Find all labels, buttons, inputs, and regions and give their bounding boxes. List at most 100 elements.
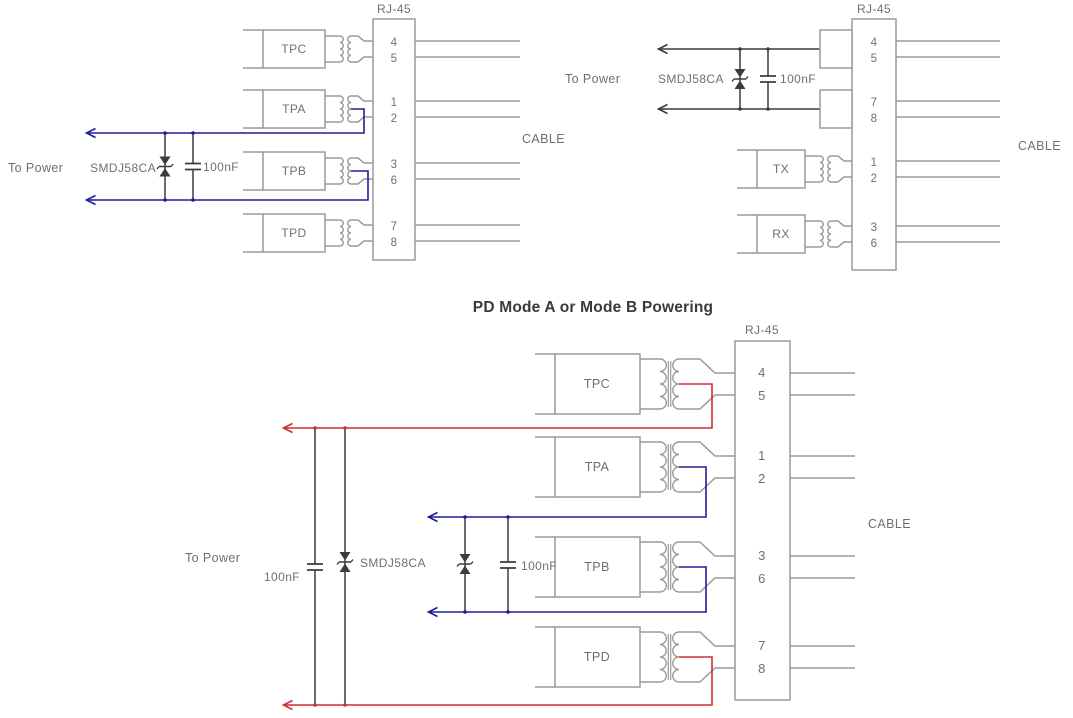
mode-a-power-wires	[428, 466, 707, 613]
junction-dot	[313, 703, 317, 707]
tp-block-stub-wires	[737, 149, 757, 254]
pin-label: 6	[758, 571, 766, 586]
tp-block-box-tpd	[554, 626, 641, 688]
tvs-label: SMDJ58CA	[658, 72, 724, 86]
tp-block-box-tpc	[262, 29, 326, 69]
block-label: TPD	[281, 226, 306, 240]
junction-dot	[766, 47, 770, 51]
pin-label: 1	[391, 97, 398, 109]
mode-b-power-wires	[283, 383, 713, 706]
junction-dot	[191, 131, 195, 135]
capacitor-symbol	[759, 75, 777, 83]
block-label: TPA	[585, 460, 610, 474]
cap-label: 100nF	[780, 72, 816, 86]
pin-label: 5	[391, 53, 398, 65]
tvs-diode-symbol	[336, 551, 354, 573]
cable-label: CABLE	[868, 517, 911, 531]
pin-label: 1	[758, 448, 766, 463]
tp-block-box-tpb	[554, 536, 641, 598]
cap-label: 100nF	[521, 559, 557, 573]
tp-block-box-tpa	[262, 89, 326, 129]
rj45-label: RJ-45	[745, 323, 779, 337]
junction-dot	[506, 515, 510, 519]
pin-label: 7	[871, 97, 878, 109]
tx-block-box	[756, 149, 806, 189]
diagram-top-left: RJ-45 4 5 1 2 3 6 7 8 TPC TPA TPB TPD CA…	[8, 2, 565, 261]
pin-label: 7	[391, 221, 398, 233]
pin-label: 4	[758, 365, 766, 380]
to-power-label: To Power	[8, 161, 63, 175]
diagram-top-right: RJ-45 4 5 7 8 1 2 3 6 TX RX CABLE To Pow…	[565, 2, 1061, 271]
diagram-title: PD Mode A or Mode B Powering	[473, 299, 713, 316]
cable-wires	[896, 40, 1000, 243]
pin-label: 6	[871, 238, 878, 250]
tp-block-stub-wires	[535, 353, 555, 688]
power-tap-wires	[86, 108, 369, 201]
transformer-symbol	[804, 155, 854, 183]
transformer-symbol	[804, 220, 854, 248]
junction-dot	[313, 426, 317, 430]
junction-dot	[463, 610, 467, 614]
rx-block-box	[756, 214, 806, 254]
tvs-label: SMDJ58CA	[360, 556, 426, 570]
rj45-connector-box	[372, 18, 416, 261]
cable-wires	[790, 372, 855, 669]
capacitor-symbol	[184, 162, 202, 171]
pin-label: 2	[871, 173, 878, 185]
pin-label: 8	[871, 113, 878, 125]
pin-label: 6	[391, 175, 398, 187]
to-power-label: To Power	[185, 551, 240, 565]
block-label: TPC	[281, 42, 306, 56]
cable-label: CABLE	[522, 132, 565, 146]
pin-label: 2	[758, 471, 766, 486]
pin-label: 5	[871, 53, 878, 65]
tp-block-box-tpc	[554, 353, 641, 415]
junction-dot	[738, 47, 742, 51]
transformer-symbol	[324, 219, 374, 247]
pin-label: 3	[871, 222, 878, 234]
rj45-label: RJ-45	[857, 2, 891, 16]
rj45-connector-box	[734, 340, 791, 701]
rj45-label: RJ-45	[377, 2, 411, 16]
pin-label: 7	[758, 638, 766, 653]
tp-block-box-tpa	[554, 436, 641, 498]
pin-label: 3	[391, 159, 398, 171]
tvs-label: SMDJ58CA	[90, 161, 156, 175]
junction-dot	[766, 107, 770, 111]
cap-label: 100nF	[264, 570, 300, 584]
to-power-label: To Power	[565, 72, 620, 86]
junction-dot	[343, 703, 347, 707]
tp-block-stub-wires	[243, 29, 263, 253]
tvs-diode-symbol	[731, 68, 749, 90]
transformer-symbol	[324, 95, 374, 123]
pair-bridge-box	[819, 89, 853, 129]
rj45-connector-box	[851, 18, 897, 271]
tp-block-box-tpb	[262, 151, 326, 191]
pin-label: 1	[871, 157, 878, 169]
pin-label: 5	[758, 388, 766, 403]
cap-label: 100nF	[203, 160, 239, 174]
block-label: TPC	[584, 377, 610, 391]
tp-block-box-tpd	[262, 213, 326, 253]
pin-label: 2	[391, 113, 398, 125]
junction-dot	[163, 198, 167, 202]
junction-dot	[191, 198, 195, 202]
pin-label: 8	[391, 237, 398, 249]
junction-dot	[506, 610, 510, 614]
block-label: TPB	[282, 164, 307, 178]
block-label: TX	[773, 162, 789, 176]
pin-label: 4	[391, 37, 398, 49]
transformer-symbol	[324, 35, 374, 63]
block-label: TPB	[584, 560, 610, 574]
cable-label: CABLE	[1018, 139, 1061, 153]
cable-wires	[415, 40, 520, 242]
pin-label: 8	[758, 661, 766, 676]
junction-dot	[463, 515, 467, 519]
block-label: RX	[772, 227, 789, 241]
tvs-diode-symbol	[456, 553, 474, 575]
tvs-diode-symbol	[156, 155, 174, 178]
block-label: TPD	[584, 650, 610, 664]
junction-dot	[738, 107, 742, 111]
